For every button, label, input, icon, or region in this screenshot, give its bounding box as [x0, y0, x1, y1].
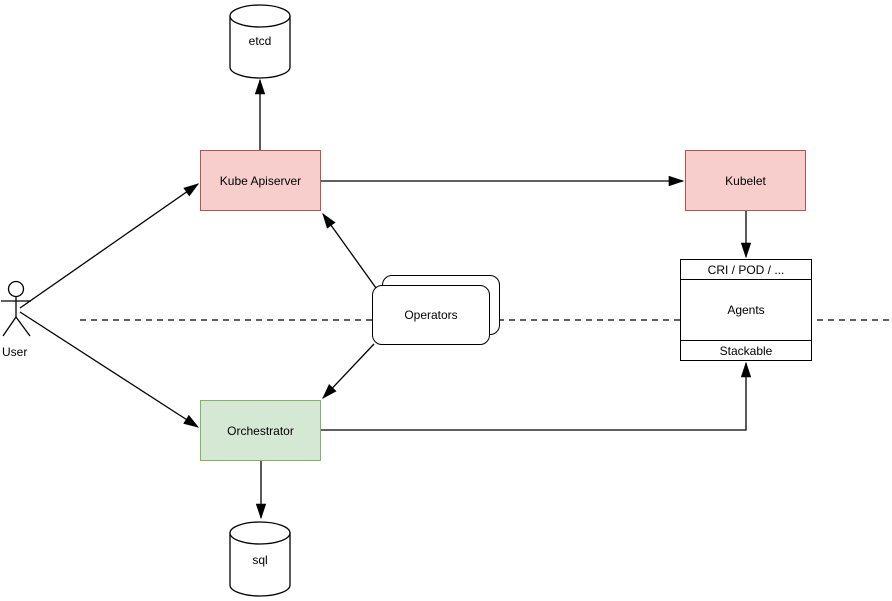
etcd-cylinder — [229, 4, 291, 79]
sql-label: sql — [252, 553, 268, 567]
connector-operators-to-apiserver — [322, 212, 377, 289]
etcd-label: etcd — [248, 34, 272, 48]
node-operators-label: Operators — [404, 308, 458, 322]
node-orchestrator-label: Orchestrator — [227, 423, 294, 438]
node-agents-stack: CRI / POD / ... Agents Stackable — [680, 259, 812, 361]
node-operators: Operators — [372, 285, 490, 345]
agents-body-section: Agents — [681, 280, 811, 340]
connector-operators-to-orchestrator — [322, 343, 375, 399]
agents-footer-section: Stackable — [681, 340, 811, 360]
agents-body-label: Agents — [727, 303, 765, 317]
agents-header-label: CRI / POD / ... — [707, 262, 785, 277]
node-kube-apiserver: Kube Apiserver — [200, 150, 321, 211]
node-kubelet-label: Kubelet — [725, 173, 766, 188]
connector-user-to-apiserver — [19, 183, 200, 309]
user-actor-figure — [1, 280, 31, 337]
node-kubelet: Kubelet — [685, 150, 806, 211]
agents-header-section: CRI / POD / ... — [681, 260, 811, 280]
node-kube-apiserver-label: Kube Apiserver — [219, 173, 302, 188]
agents-footer-label: Stackable — [719, 343, 773, 358]
node-orchestrator: Orchestrator — [200, 400, 321, 461]
sql-cylinder — [229, 521, 291, 597]
connector-user-to-orchestrator — [19, 311, 200, 428]
user-label: User — [2, 345, 28, 359]
connector-orchestrator-to-stackable — [321, 361, 752, 431]
